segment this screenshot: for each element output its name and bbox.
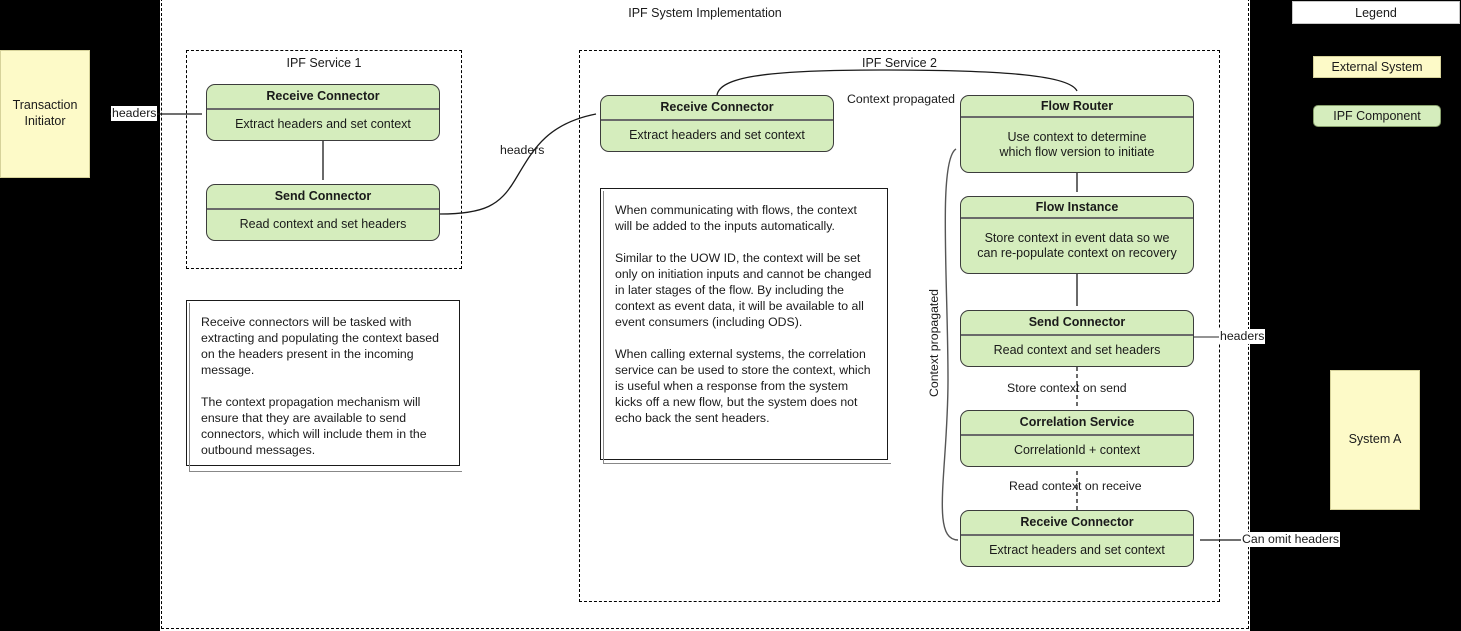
service2-flow-router-body: Use context to determine which flow vers… — [999, 129, 1155, 159]
service2-receive-connector-entry-body: Extract headers and set context — [629, 128, 805, 143]
service2-flow-router-title: Flow Router — [961, 96, 1193, 118]
service2-correlation-service-title: Correlation Service — [961, 411, 1193, 436]
service2-flow-instance-body: Store context in event data so we can re… — [977, 230, 1177, 260]
ipf-service-2-title: IPF Service 2 — [861, 56, 938, 70]
service2-receive-connector-entry[interactable]: Receive Connector Extract headers and se… — [600, 95, 834, 152]
ipf-service-1-title: IPF Service 1 — [286, 56, 362, 70]
service2-receive-connector-callback-title: Receive Connector — [961, 511, 1193, 536]
ipf-system-implementation-container — [161, 0, 1249, 629]
edge-label-store-context-on-send: Store context on send — [1007, 381, 1127, 395]
service1-send-connector-title: Send Connector — [207, 185, 439, 210]
note-context-behaviour-fold — [603, 191, 891, 464]
service1-send-connector[interactable]: Send Connector Read context and set head… — [206, 184, 440, 241]
legend-item-ipf-component: IPF Component — [1313, 105, 1441, 127]
service2-flow-instance-title: Flow Instance — [961, 197, 1193, 219]
edge-label-read-context-on-receive: Read context on receive — [1009, 479, 1142, 493]
legend-title: Legend — [1292, 1, 1460, 24]
edge-label-headers-out: headers — [1219, 329, 1266, 344]
ipf-system-implementation-title: IPF System Implementation — [628, 6, 782, 20]
note-context-behaviour: When communicating with flows, the conte… — [600, 188, 888, 460]
service2-send-connector-body: Read context and set headers — [993, 343, 1161, 358]
service2-correlation-service[interactable]: Correlation Service CorrelationId + cont… — [960, 410, 1194, 467]
service2-receive-connector-entry-title: Receive Connector — [601, 96, 833, 121]
service2-flow-router[interactable]: Flow Router Use context to determine whi… — [960, 95, 1194, 173]
service2-send-connector[interactable]: Send Connector Read context and set head… — [960, 310, 1194, 367]
edge-label-headers-in: headers — [111, 106, 158, 121]
edge-label-headers-between-services: headers — [500, 143, 545, 157]
service1-send-connector-body: Read context and set headers — [239, 217, 407, 232]
legend-item-external-system: External System — [1313, 56, 1441, 78]
edge-label-context-propagated-vertical: Context propagated — [927, 288, 941, 397]
service2-flow-instance[interactable]: Flow Instance Store context in event dat… — [960, 196, 1194, 274]
note-receive-connectors: Receive connectors will be tasked with e… — [186, 300, 460, 466]
ipf-service-2-container — [579, 50, 1220, 602]
service1-receive-connector-body: Extract headers and set context — [235, 117, 411, 132]
edge-label-context-propagated-top: Context propagated — [847, 92, 956, 106]
edge-label-can-omit-headers: Can omit headers — [1241, 532, 1341, 547]
external-system-system-a[interactable]: System A — [1330, 370, 1420, 510]
external-system-transaction-initiator[interactable]: Transaction Initiator — [0, 50, 90, 178]
service2-receive-connector-callback-body: Extract headers and set context — [989, 543, 1165, 558]
service2-correlation-service-body: CorrelationId + context — [1013, 443, 1141, 458]
service2-send-connector-title: Send Connector — [961, 311, 1193, 336]
service2-receive-connector-callback[interactable]: Receive Connector Extract headers and se… — [960, 510, 1194, 567]
note-receive-connectors-fold — [189, 303, 462, 472]
service1-receive-connector[interactable]: Receive Connector Extract headers and se… — [206, 84, 440, 141]
service1-receive-connector-title: Receive Connector — [207, 85, 439, 110]
